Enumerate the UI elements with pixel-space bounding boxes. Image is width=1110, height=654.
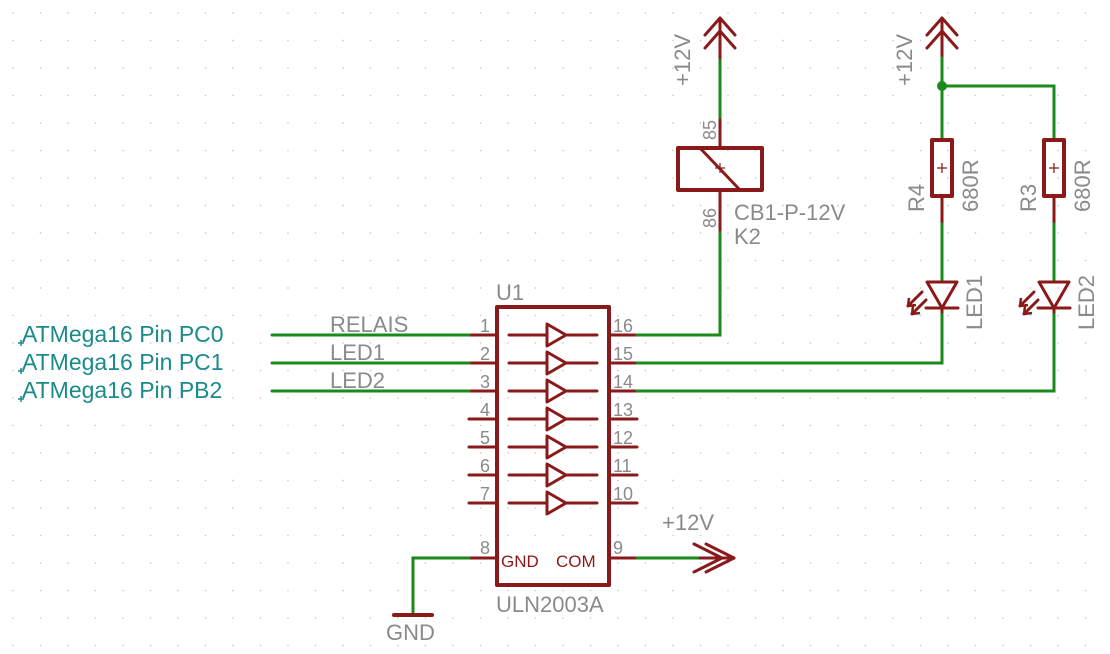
supply-relay-label: +12V bbox=[670, 34, 695, 86]
u1-uln2003a[interactable]: U1 ULN2003A GND COM 1 2 3 bbox=[467, 280, 639, 617]
net-name-led2: LED2 bbox=[330, 368, 385, 393]
u1-pin-3: 3 bbox=[480, 372, 490, 392]
led1-triangle-icon bbox=[925, 280, 959, 310]
u1-ref: U1 bbox=[496, 280, 524, 305]
u1-pin-6: 6 bbox=[480, 456, 490, 476]
u1-pin-16: 16 bbox=[613, 316, 633, 336]
r3-resistor[interactable]: R3 680R bbox=[1016, 138, 1095, 284]
k2-coil bbox=[676, 146, 764, 192]
junction-dot bbox=[937, 81, 947, 91]
u1-pin-7: 7 bbox=[480, 484, 490, 504]
r3-ref: R3 bbox=[1016, 184, 1041, 212]
com-supply[interactable]: +12V bbox=[635, 510, 748, 574]
led1-ref: LED1 bbox=[962, 275, 987, 330]
u1-pin-14: 14 bbox=[613, 372, 633, 392]
r4-ref: R4 bbox=[904, 184, 929, 212]
r4-resistor[interactable]: R4 680R bbox=[904, 138, 983, 284]
k2-ref: K2 bbox=[734, 224, 761, 249]
u1-pin-1: 1 bbox=[480, 316, 490, 336]
u1-pin-4: 4 bbox=[480, 400, 490, 420]
u1-pin-9: 9 bbox=[613, 538, 623, 558]
wire-pin15-led1[interactable] bbox=[635, 310, 944, 365]
u1-pin-12: 12 bbox=[613, 428, 633, 448]
u1-left-pins bbox=[467, 333, 499, 560]
u1-pin-2: 2 bbox=[480, 344, 490, 364]
net-name-relais: RELAIS bbox=[330, 312, 408, 337]
supply-leds-label: +12V bbox=[892, 34, 917, 86]
u1-pin-8: 8 bbox=[480, 538, 490, 558]
u1-value: ULN2003A bbox=[496, 592, 604, 617]
u1-pin-10: 10 bbox=[613, 484, 633, 504]
supply-relay-icon: +12V bbox=[670, 16, 737, 86]
u1-pin-13: 13 bbox=[613, 400, 633, 420]
supply-leds-icon: +12V bbox=[892, 16, 959, 86]
net-name-led1: LED1 bbox=[330, 340, 385, 365]
u1-pin-15: 15 bbox=[613, 344, 633, 364]
net-label-pc1: ATMega16 Pin PC1 bbox=[22, 349, 224, 375]
led2-ref: LED2 bbox=[1074, 275, 1099, 330]
led1-light-arrows-icon bbox=[906, 290, 928, 316]
r4-value: 680R bbox=[958, 159, 983, 212]
ground-label: GND bbox=[386, 620, 435, 645]
u1-drivers bbox=[507, 322, 599, 516]
led2-diode[interactable]: LED2 bbox=[1018, 275, 1099, 330]
k2-value: CB1-P-12V bbox=[734, 200, 846, 225]
u1-pin-11: 11 bbox=[613, 456, 632, 476]
wire-pin16-relay[interactable] bbox=[635, 228, 722, 337]
u1-pin-5: 5 bbox=[480, 428, 490, 448]
led1-diode[interactable]: LED1 bbox=[906, 275, 987, 330]
u1-gnd-label: GND bbox=[501, 552, 539, 571]
u1-com-label: COM bbox=[556, 552, 596, 571]
k2-pin-86: 86 bbox=[700, 208, 720, 228]
r3-value: 680R bbox=[1070, 159, 1095, 212]
input-nets[interactable]: ATMega16 Pin PC0 ATMega16 Pin PC1 ATMega… bbox=[18, 312, 471, 403]
k2-pin-85: 85 bbox=[700, 120, 720, 140]
led2-triangle-icon bbox=[1037, 280, 1071, 310]
ground[interactable]: GND bbox=[386, 556, 471, 645]
k2-relay[interactable]: 85 86 CB1-P-12V K2 bbox=[676, 56, 846, 249]
led-supply-rail[interactable] bbox=[937, 56, 1056, 142]
output-nets[interactable] bbox=[635, 228, 1056, 393]
net-label-pc0: ATMega16 Pin PC0 bbox=[22, 321, 224, 347]
wire-pin14-led2[interactable] bbox=[635, 310, 1056, 393]
com-supply-arrow-icon bbox=[704, 542, 736, 574]
led2-light-arrows-icon bbox=[1018, 290, 1040, 316]
supply-com-label: +12V bbox=[662, 510, 714, 535]
net-label-pb2: ATMega16 Pin PB2 bbox=[22, 377, 222, 403]
u1-right-pins bbox=[607, 333, 639, 560]
